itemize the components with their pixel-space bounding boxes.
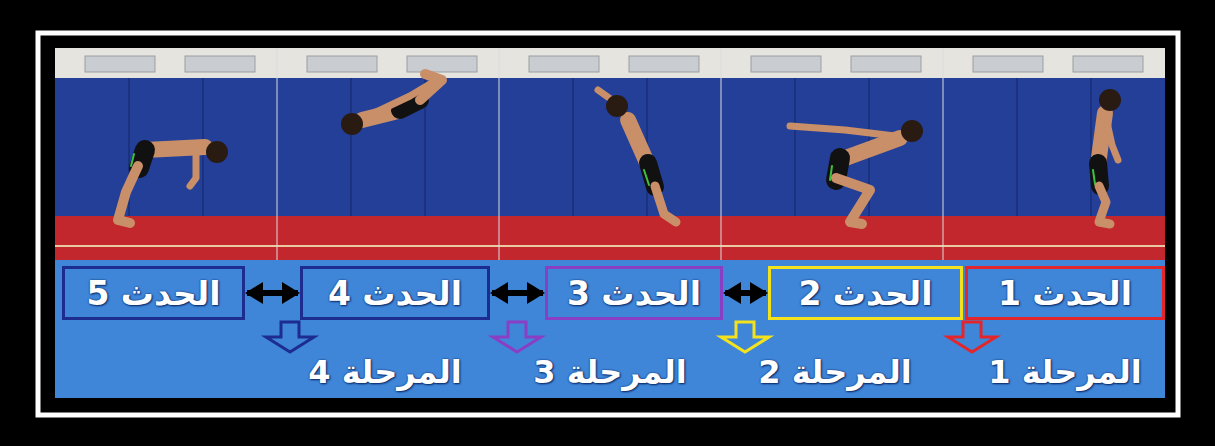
gymnast-figure	[790, 126, 895, 136]
gymnast-figure	[206, 141, 228, 163]
gymnast-figure	[644, 170, 649, 185]
gymnast-figure	[1093, 170, 1095, 184]
double-arrow	[725, 290, 766, 296]
gymnast-figure	[836, 178, 870, 224]
event-box: الحدث 5	[62, 266, 245, 320]
photo-strip	[499, 48, 721, 260]
gymnast-figure	[655, 186, 676, 222]
gymnast-figure	[190, 150, 196, 186]
double-arrow	[247, 290, 298, 296]
event-box: الحدث 2	[768, 266, 963, 320]
gymnast-figure	[372, 84, 430, 114]
photo-strip	[277, 48, 278, 260]
phase-arrows	[493, 322, 541, 352]
phase-arrows	[948, 322, 996, 352]
photo-strip	[721, 48, 943, 260]
photo-strip	[277, 48, 499, 260]
event-label: الحدث 1	[998, 274, 1132, 313]
event-label: الحدث 3	[567, 274, 701, 313]
gymnast-figure	[1106, 118, 1118, 160]
event-box: الحدث 4	[300, 266, 490, 320]
event-label: الحدث 4	[328, 274, 462, 313]
phase-label: المرحلة 3	[533, 354, 686, 391]
event-box: الحدث 3	[545, 266, 723, 320]
gymnast-figure	[1099, 89, 1121, 111]
phase-label: المرحلة 4	[308, 354, 461, 391]
gymnast-figure	[901, 120, 923, 142]
white-frame	[38, 33, 1178, 415]
phase-arrows	[266, 322, 996, 352]
event-box: الحدث 1	[965, 266, 1165, 320]
event-label: الحدث 2	[798, 274, 932, 313]
gymnast-figure	[118, 166, 138, 223]
photo-strip	[943, 48, 944, 260]
gymnast-figure	[118, 74, 1121, 224]
gymnast-figure	[606, 95, 628, 117]
phase-arrows	[266, 322, 314, 352]
phase-label: المرحلة 2	[758, 354, 911, 391]
phase-label: المرحلة 1	[988, 354, 1141, 391]
gymnast-figure	[1099, 186, 1110, 224]
double-arrow	[492, 290, 543, 296]
blue-band	[55, 260, 1165, 398]
photo-strip	[721, 48, 722, 260]
gymnast-figure	[598, 90, 630, 122]
photo-strip	[943, 48, 1165, 260]
photo-strip	[499, 48, 500, 260]
phase-arrows	[721, 322, 769, 352]
gymnast-figure	[341, 113, 363, 135]
event-label: الحدث 5	[86, 274, 220, 313]
photo-strip	[55, 48, 277, 260]
photo-strip	[55, 48, 1165, 260]
